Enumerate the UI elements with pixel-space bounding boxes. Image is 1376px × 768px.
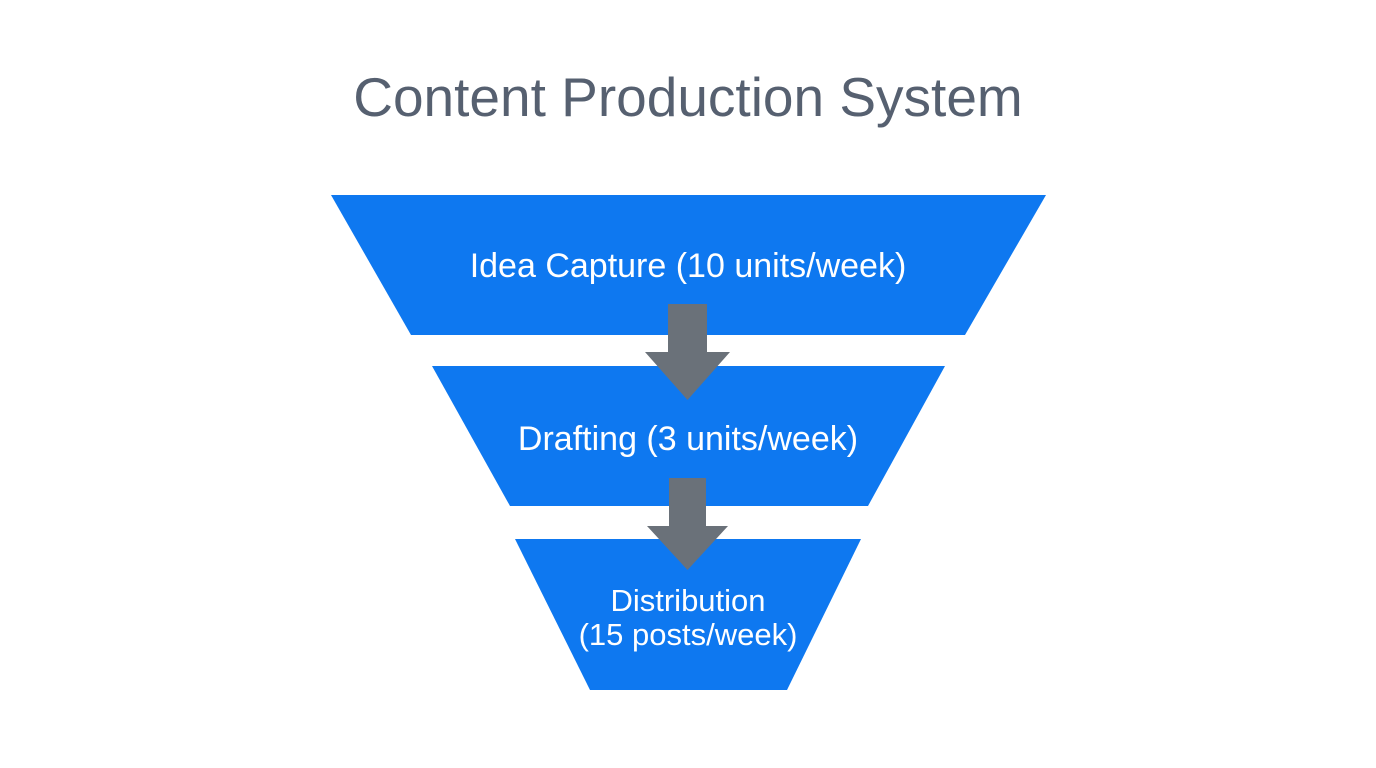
down-arrow-icon-1 (645, 304, 730, 400)
stage-1-label: Idea Capture (10 units/week) (470, 247, 907, 285)
stage-3-label-line2: (15 posts/week) (579, 617, 798, 652)
stage-3-trapezoid (515, 539, 861, 690)
down-arrow-icon-2 (647, 478, 728, 570)
stage-2-trapezoid (432, 366, 945, 506)
stage-1-trapezoid (331, 195, 1046, 335)
stage-2-label: Drafting (3 units/week) (518, 420, 858, 458)
stage-3-label-line1: Distribution (610, 583, 765, 618)
diagram-title: Content Production System (353, 66, 1023, 128)
